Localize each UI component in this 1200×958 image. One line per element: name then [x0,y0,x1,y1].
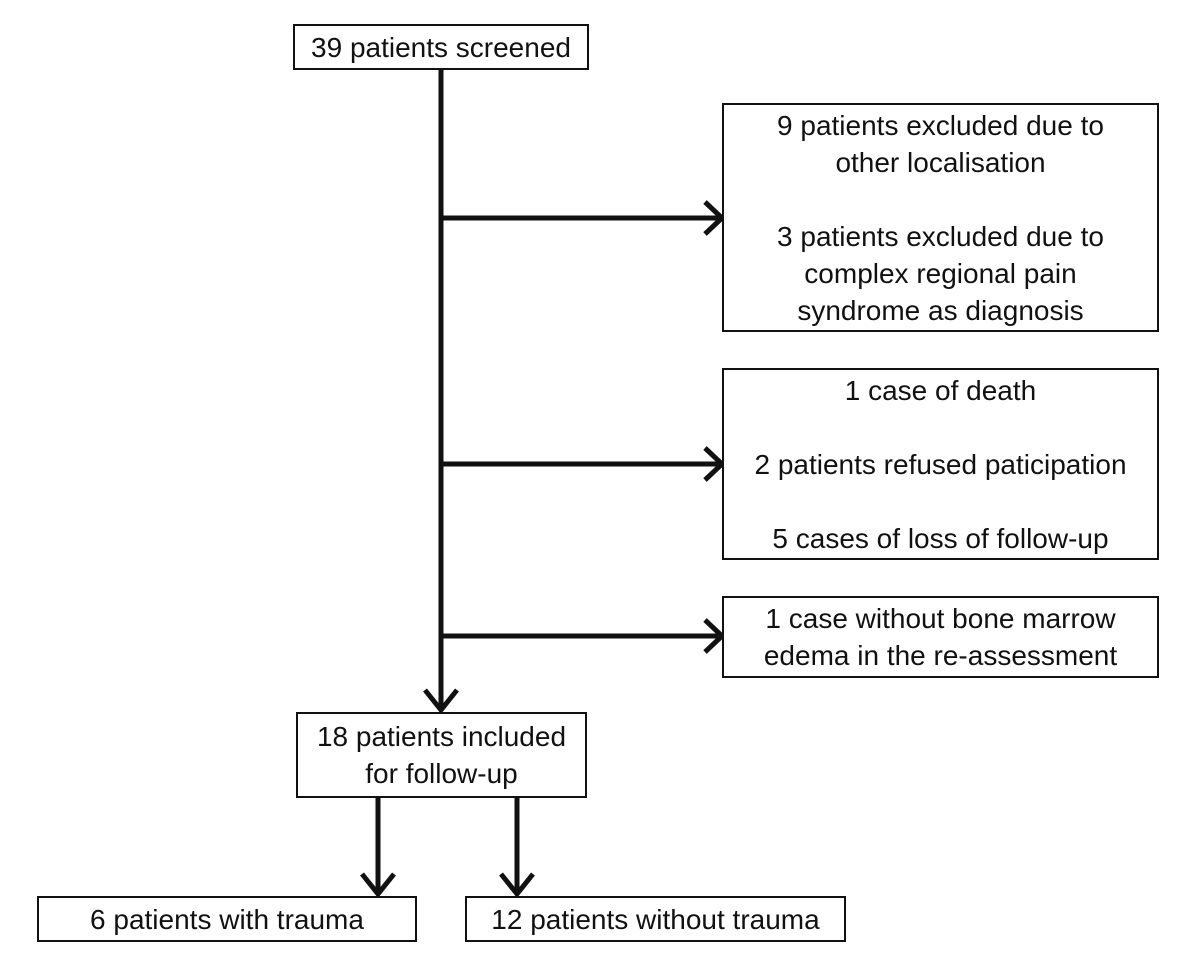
exclusion-1-line-1: 9 patients excluded due to [777,109,1104,141]
exclusion-box-3: 1 case without bone marrow edema in the … [722,596,1159,678]
screened-label: 39 patients screened [311,31,571,63]
exclusion-2-line-3: 5 cases of loss of follow-up [772,522,1109,554]
exclusion-1-line-4: complex regional pain [804,257,1077,289]
no-trauma-label: 12 patients without trauma [491,903,820,935]
exclusion-1-line-2: other localisation [835,146,1046,178]
arrowhead-down-included [423,688,459,715]
arrowhead-down-trauma [360,872,396,899]
included-line-2: for follow-up [365,758,518,789]
trauma-box: 6 patients with trauma [37,896,417,942]
included-line-1: 18 patients included [316,721,567,752]
trauma-label: 6 patients with trauma [90,903,364,935]
arrowhead-down-no-trauma [499,872,535,899]
exclusion-2-line-1: 1 case of death [844,374,1037,406]
exclusion-2-line-2: 2 patients refused paticipation [754,448,1127,480]
screened-box: 39 patients screened [293,24,589,70]
exclusion-3-line-2: edema in the re-assessment [763,640,1118,671]
exclusion-1-line-5: syndrome as diagnosis [797,294,1084,326]
exclusion-3-line-1: 1 case without bone marrow [765,603,1116,634]
exclusion-box-1: 9 patients excluded due to other localis… [722,103,1159,332]
no-trauma-box: 12 patients without trauma [465,896,846,942]
exclusion-box-2: 1 case of death 2 patients refused patic… [722,368,1159,560]
exclusion-1-line-3: 3 patients excluded due to [777,220,1104,252]
included-box: 18 patients included for follow-up [296,712,587,798]
